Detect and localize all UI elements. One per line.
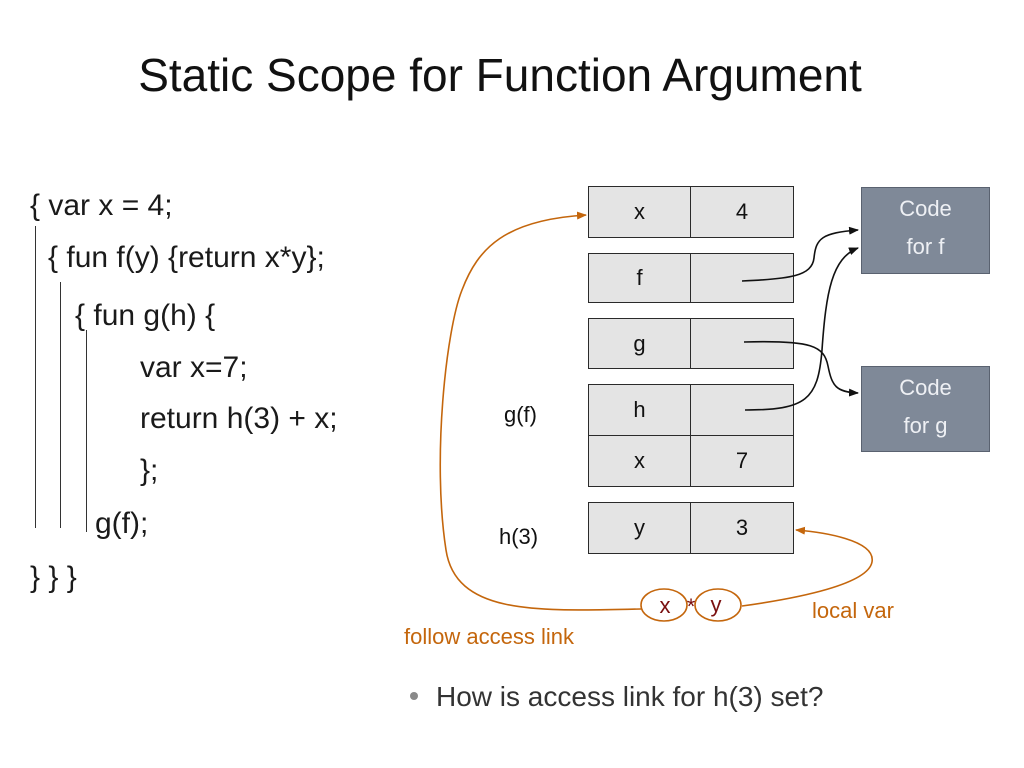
code-line-3: { fun g(h) { (75, 299, 216, 332)
code-line-7: g(f); (95, 507, 149, 540)
expr-op: * (687, 594, 696, 619)
oval-x (640, 588, 688, 622)
scope-bar-outer (35, 226, 36, 528)
bullet-text: How is access link for h(3) set? (436, 681, 824, 712)
code-line-6: }; (140, 454, 159, 487)
code-box-f-line2: for f (906, 234, 945, 259)
code-line-1: { var x = 4; (30, 189, 173, 222)
code-box-g-line2: for g (903, 413, 948, 438)
cell-g-value (690, 318, 794, 369)
cell-y-name: y (588, 502, 691, 554)
code-line-2: { fun f(y) {return x*y}; (48, 241, 325, 274)
pointer-h-to-code-f (744, 247, 859, 411)
cell-outer-x-name: x (588, 186, 691, 238)
frame-label-h3: h(3) (499, 524, 539, 549)
bullet-dot-icon (410, 691, 418, 700)
code-line-8: } } } (30, 561, 77, 594)
pointer-f-to-code-f (741, 226, 859, 282)
code-line-5: return h(3) + x; (140, 402, 338, 435)
code-box-g-line1: Code (899, 375, 952, 400)
pointer-g-to-code-g (743, 340, 859, 397)
cell-y-value: 3 (690, 502, 794, 554)
cell-f-name: f (588, 253, 691, 303)
expr-y: y (711, 592, 722, 617)
cell-inner-x-value: 7 (690, 435, 794, 487)
scope-bar-middle (60, 282, 61, 528)
local-var-label: local var (812, 598, 894, 623)
frame-label-gf: g(f) (504, 402, 537, 427)
cell-outer-x-value: 4 (690, 186, 794, 238)
slide-title: Static Scope for Function Argument (138, 49, 862, 101)
follow-access-link-label: follow access link (404, 624, 574, 649)
scope-bar-inner (86, 330, 87, 532)
local-var-arrow (741, 526, 873, 607)
code-box-f: Code for f (861, 187, 990, 274)
bullet-item: How is access link for h(3) set? (410, 681, 823, 713)
cell-h-value (690, 384, 794, 436)
expr-x: x (660, 593, 671, 618)
code-box-g: Code for g (861, 366, 990, 452)
access-link-arrow (439, 211, 642, 611)
code-line-4: var x=7; (140, 351, 248, 384)
oval-y (694, 588, 742, 622)
code-box-f-line1: Code (899, 196, 952, 221)
